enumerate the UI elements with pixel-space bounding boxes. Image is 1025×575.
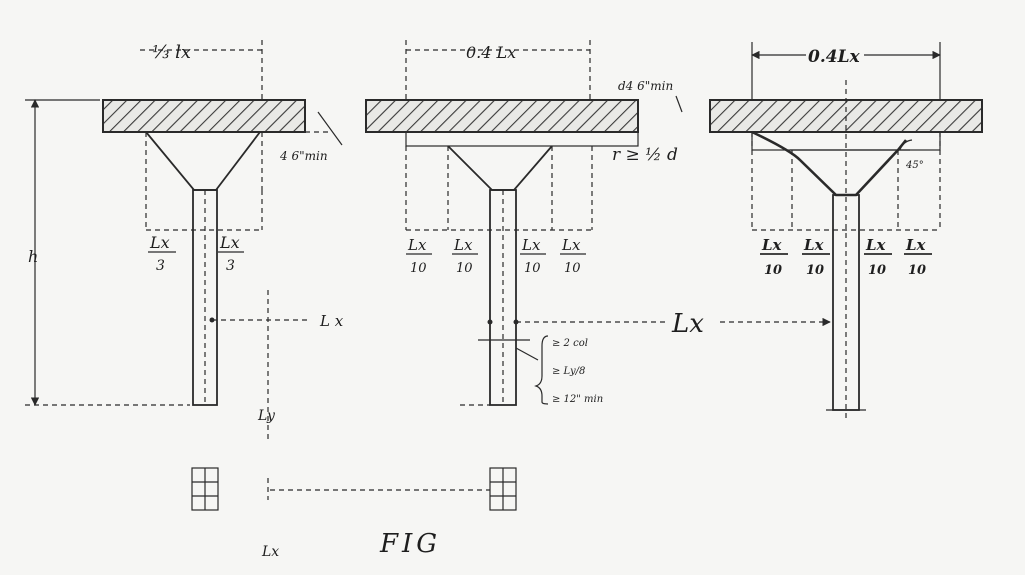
leader-line	[515, 347, 539, 361]
span-label-right: Lx	[671, 309, 704, 339]
svg-text:10: 10	[806, 263, 824, 278]
col-note-3: ≥ 12" min	[552, 394, 603, 405]
svg-text:Lx: Lx	[761, 236, 783, 254]
leader-line	[675, 95, 683, 113]
svg-text:Lx: Lx	[905, 236, 927, 254]
fraction-right-1: Lx 10	[760, 236, 788, 278]
angle-arc	[899, 139, 913, 151]
dim-dot	[487, 319, 493, 325]
column-capital-middle	[447, 145, 553, 191]
svg-text:10: 10	[564, 261, 581, 276]
svg-text:10: 10	[764, 263, 782, 278]
svg-text:10: 10	[524, 261, 541, 276]
slab-middle	[365, 99, 639, 133]
svg-text:Lx: Lx	[149, 233, 170, 252]
svg-text:3: 3	[226, 258, 235, 274]
fraction-left-1: Lx 3	[148, 233, 176, 274]
fraction-left-2: Lx 3	[218, 233, 244, 274]
svg-text:Lx: Lx	[407, 236, 427, 254]
fraction-right-4: Lx 10	[904, 236, 932, 278]
lx-label-bottom: Lx	[261, 544, 279, 560]
svg-text:Lx: Lx	[453, 236, 473, 254]
fraction-middle-1: Lx 10	[406, 236, 432, 276]
fraction-right-3: Lx 10	[864, 236, 892, 278]
panel-middle: 0.4 Lx d4 6"min r ≥ ½ d Lx 10 Lx 10 Lx	[365, 40, 683, 511]
depth-note-middle: d4 6"min	[618, 79, 673, 93]
drop-note-left: 4 6"min	[279, 149, 328, 163]
svg-text:Lx: Lx	[865, 236, 887, 254]
leader-line	[317, 111, 343, 146]
column-capital-left	[145, 131, 261, 191]
panel-left: ⅓ lx 4 6"min Lx 3 Lx 3 h	[25, 40, 490, 560]
drop-panel-middle	[405, 131, 639, 147]
col-note-2: ≥ Ly/8	[552, 366, 585, 377]
svg-text:10: 10	[868, 263, 886, 278]
column-capital-right	[751, 130, 908, 197]
dim-left-top-label: ⅓ lx	[152, 42, 191, 63]
col-note-1: ≥ 2 col	[552, 338, 588, 349]
height-label: h	[28, 247, 38, 266]
svg-text:Lx: Lx	[219, 233, 240, 252]
fraction-middle-2: Lx 10	[452, 236, 478, 276]
fraction-middle-4: Lx 10	[560, 236, 586, 276]
ly-label: Ly	[257, 408, 276, 424]
span-label-left: L x	[319, 312, 344, 330]
dim-right-top-label: 0.4Lx	[808, 47, 861, 67]
slab-left	[102, 99, 306, 133]
fraction-middle-3: Lx 10	[520, 236, 546, 276]
svg-text:10: 10	[410, 261, 427, 276]
note-brace	[534, 335, 549, 405]
svg-text:Lx: Lx	[803, 236, 825, 254]
dim-dot	[209, 317, 215, 323]
svg-text:Lx: Lx	[521, 236, 541, 254]
svg-text:Lx: Lx	[561, 236, 581, 254]
figure-caption: FIG	[379, 529, 441, 559]
fraction-right-2: Lx 10	[802, 236, 830, 278]
svg-text:10: 10	[908, 263, 926, 278]
svg-text:10: 10	[456, 261, 473, 276]
angle-note-right: 45°	[905, 160, 924, 171]
label-backdrop	[806, 44, 864, 64]
dim-middle-top-label: 0.4 Lx	[466, 43, 516, 62]
svg-text:3: 3	[156, 258, 165, 274]
panel-right: 0.4Lx 45° Lx 10 Lx 10 Lx 10	[709, 42, 983, 420]
radius-note-middle: r ≥ ½ d	[612, 145, 678, 165]
